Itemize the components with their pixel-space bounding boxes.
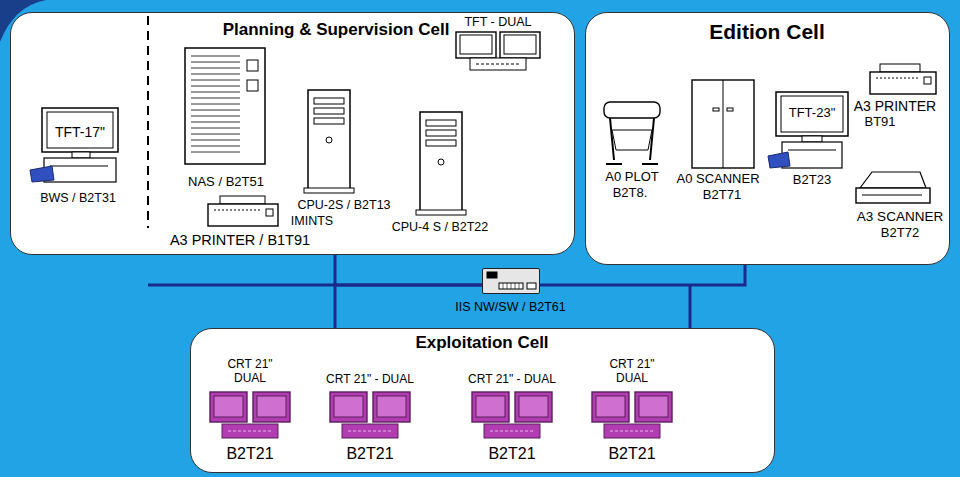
device-label: DUAL [234,372,266,386]
crt-dual-monitor-icon [592,392,672,438]
scanner-cabinet-icon [692,80,754,168]
nas-icon [185,48,265,164]
cell-heading: Exploitation Cell [415,333,548,353]
device-label: B2T21 [608,445,655,463]
bus-drop [689,285,692,328]
device-label: CPU-2S / B2T13 [297,198,390,212]
device-label: BWS / B2T31 [40,191,116,205]
device-label: TFT-17" [55,124,105,140]
device-label: CRT 21" [609,358,654,372]
crt-dual-monitor-icon [472,392,552,438]
network-link [335,255,482,285]
device-label: A3 PRINTER [854,98,936,114]
device-label: B2T8. [613,186,648,201]
device-label: TFT - DUAL [464,15,531,29]
dual-monitor-icon [456,32,540,70]
dashed-divider [147,16,149,228]
crt-dual-monitor-icon [210,392,290,438]
device-label: A3 PRINTER / B1T91 [170,232,310,249]
device-label: BT91 [864,115,895,130]
device-label: CRT 21" - DUAL [468,373,556,387]
device-label: B2T71 [703,188,741,203]
device-label: IMINTS [291,214,333,228]
printer-icon [870,64,936,94]
cell-panel: Edition Cell [585,12,950,265]
device-label: DUAL [616,372,648,386]
printer-icon [208,196,278,226]
cell-heading: Planning & Supervision Cell [223,20,450,40]
device-label: TFT-23" [789,106,836,121]
workstation-icon [30,108,118,182]
device-label: B2T72 [881,226,919,241]
device-label: CRT 21" - DUAL [326,373,414,387]
network-link [540,265,745,285]
network-bus-extras [148,285,690,328]
device-label: A0 PLOT [605,170,658,185]
device-label: NAS / B2T51 [188,175,264,190]
device-label: B2T21 [346,445,393,463]
device-label: CRT 21" [227,358,272,372]
crt-dual-monitor-icon [330,392,410,438]
switch-label: IIS NW/SW / B2T61 [455,300,565,314]
plotter-icon [604,102,660,164]
flatbed-scanner-icon [856,172,930,203]
cell-heading: Edition Cell [709,20,825,44]
device-label: A3 SCANNER [857,209,943,225]
cell-panel: Exploitation Cell [190,328,775,473]
device-label: B2T23 [793,173,831,188]
workstation-icon [768,92,848,168]
server-tower-icon [416,112,466,215]
server-tower-icon [304,90,354,193]
device-label: B2T21 [226,445,273,463]
switch-detail [487,272,536,289]
device-label: CPU-4 S / B2T22 [392,220,489,234]
device-label: B2T21 [488,445,535,463]
device-label: A0 SCANNER [676,172,759,187]
network-switch: IIS NW/SW / B2T61 [482,268,540,294]
cell-panel: Planning & Supervision Cell [10,12,575,255]
bus-line [148,284,335,287]
